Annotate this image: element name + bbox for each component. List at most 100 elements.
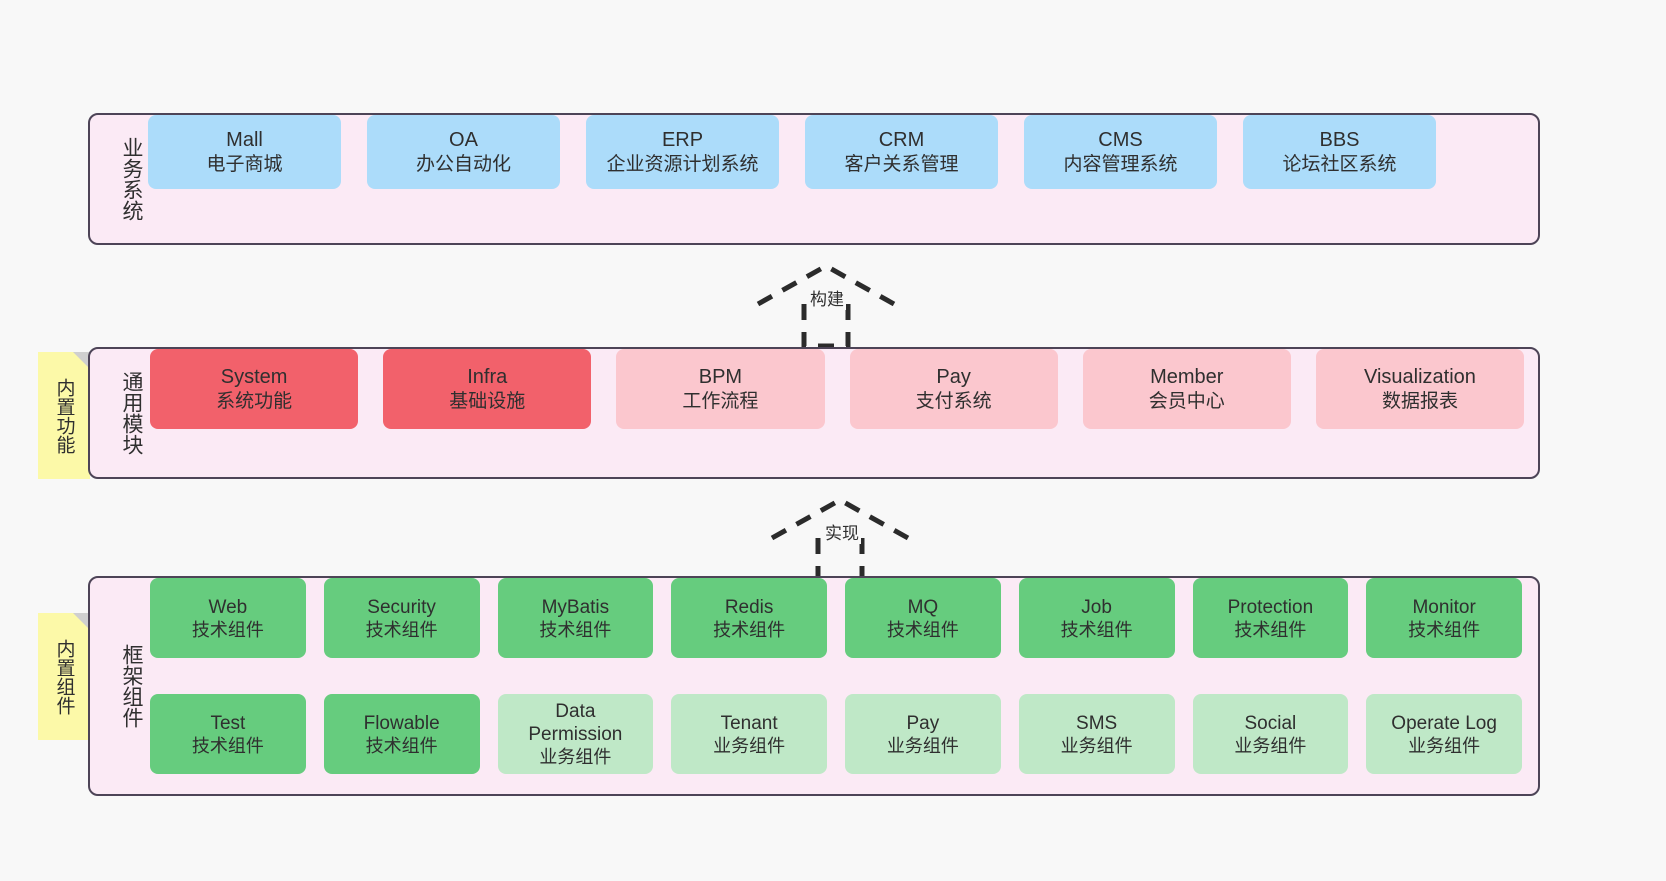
node-label-en: SMS [1076,712,1118,734]
node-label-en: Infra [467,365,508,388]
node-label-cn: 技术组件 [713,619,786,640]
node-label-en: MQ [907,596,939,618]
node-label-cn: 技术组件 [539,619,612,640]
node-label-en: BPM [698,365,743,388]
node-label-cn: 客户关系管理 [844,153,959,175]
connector-build [756,263,896,348]
node-label-cn: 支付系统 [915,390,992,412]
node-monitor[interactable]: Monitor 技术组件 [1366,578,1522,658]
node-web[interactable]: Web 技术组件 [150,578,306,658]
node-label-en: Web [208,596,248,618]
note-fold-corner-icon [73,613,90,630]
node-label-en: Job [1081,596,1112,618]
layer-business-row: Mall 电子商城 OA 办公自动化 ERP 企业资源计划系统 CRM 客户关系… [148,115,1524,243]
node-bbs[interactable]: BBS 论坛社区系统 [1243,115,1436,189]
layer-title-frame: 框架组件 [120,644,143,728]
node-label-en: Member [1150,365,1224,388]
layer-common-cells: System 系统功能 Infra 基础设施 BPM 工作流程 Pay 支付系统… [144,349,1538,477]
node-label-cn: 技术组件 [191,619,264,640]
layer-business-system[interactable]: 业务系统 Mall 电子商城 OA 办公自动化 ERP 企业资源计划系统 CRM… [88,113,1540,245]
connector-shaft-build [801,304,851,348]
layer-frame-cells: Web 技术组件 Security 技术组件 MyBatis 技术组件 Redi… [144,578,1538,794]
node-label-en: Monitor [1412,596,1476,618]
node-mq[interactable]: MQ 技术组件 [845,578,1001,658]
node-infra[interactable]: Infra 基础设施 [383,349,592,429]
layer-business-cells: Mall 电子商城 OA 办公自动化 ERP 企业资源计划系统 CRM 客户关系… [144,115,1538,243]
node-label-cn: 技术组件 [1234,619,1307,640]
node-label-en: CMS [1098,128,1143,151]
node-label-cn: 业务组件 [886,735,959,756]
node-label-en: ERP [661,128,704,151]
note-fold-corner-icon [73,352,90,369]
node-label-cn: 办公自动化 [415,153,511,175]
node-flowable[interactable]: Flowable 技术组件 [323,694,480,774]
layer-frame-row-business: Test 技术组件 Flowable 技术组件 Data Permission … [150,694,1522,794]
node-tenant[interactable]: Tenant 业务组件 [671,694,827,774]
node-label-en: Protection [1227,596,1314,618]
node-label-en: Flowable [363,712,440,734]
node-label-cn: 技术组件 [365,619,438,640]
layer-frame-row-tech: Web 技术组件 Security 技术组件 MyBatis 技术组件 Redi… [150,578,1522,678]
node-label-en: Visualization [1363,365,1476,388]
connector-label-realize: 实现 [823,524,861,544]
layer-framework-component[interactable]: 框架组件 Web 技术组件 Security 技术组件 MyBatis 技术组件… [88,576,1540,796]
node-label-en: Mall [226,128,263,151]
node-label-en: Pay [936,365,971,388]
node-label-en: Pay [906,712,940,734]
connector-shaft-realize [815,538,865,582]
node-label-en: OA [449,128,478,151]
node-system[interactable]: System 系统功能 [150,349,359,429]
node-bpm[interactable]: BPM 工作流程 [616,349,825,429]
layer-common-row: System 系统功能 Infra 基础设施 BPM 工作流程 Pay 支付系统… [150,349,1525,477]
layer-title-business: 业务系统 [120,137,143,221]
node-label-en: Redis [724,596,774,618]
node-label-en: CRM [878,128,925,151]
node-crm[interactable]: CRM 客户关系管理 [805,115,998,189]
node-mall[interactable]: Mall 电子商城 [148,115,341,189]
node-pay[interactable]: Pay 支付系统 [849,349,1058,429]
node-label-cn: 业务组件 [539,747,612,767]
node-social[interactable]: Social 业务组件 [1192,694,1349,774]
node-label-cn: 技术组件 [886,619,959,640]
node-label-en: Social [1244,712,1297,734]
node-job[interactable]: Job 技术组件 [1018,578,1175,658]
node-label-cn: 系统功能 [216,390,293,412]
node-security[interactable]: Security 技术组件 [323,578,480,658]
node-redis[interactable]: Redis 技术组件 [671,578,827,658]
node-label-cn: 业务组件 [1408,735,1481,756]
node-label-cn: 内容管理系统 [1063,153,1178,175]
node-oa[interactable]: OA 办公自动化 [367,115,560,189]
node-member[interactable]: Member 会员中心 [1082,349,1291,429]
layer-common-module[interactable]: 通用模块 System 系统功能 Infra 基础设施 BPM 工作流程 Pay… [88,347,1540,479]
node-label-cn: 技术组件 [1060,619,1133,640]
node-label-en: MyBatis [541,596,610,618]
node-erp[interactable]: ERP 企业资源计划系统 [586,115,779,189]
node-cms[interactable]: CMS 内容管理系统 [1024,115,1217,189]
node-label-en: Data Permission [528,701,623,745]
connector-label-build: 构建 [808,290,846,310]
node-label-en: BBS [1319,128,1360,151]
node-test[interactable]: Test 技术组件 [150,694,306,774]
node-visualization[interactable]: Visualization 数据报表 [1315,349,1525,429]
node-protection[interactable]: Protection 技术组件 [1192,578,1349,658]
node-label-cn: 企业资源计划系统 [606,153,759,175]
node-label-en: System [220,365,288,388]
node-label-cn: 业务组件 [713,735,786,756]
node-label-en: Operate Log [1391,712,1497,734]
node-label-cn: 技术组件 [365,735,438,756]
node-data-permission[interactable]: Data Permission 业务组件 [497,694,654,774]
note-builtin-components[interactable]: 内置组件 [38,613,90,740]
note-text: 内置功能 [53,377,75,454]
node-label-cn: 业务组件 [1234,735,1307,756]
note-builtin-features[interactable]: 内置功能 [38,352,90,479]
node-label-cn: 技术组件 [1408,619,1481,640]
note-text: 内置组件 [53,638,75,715]
node-label-cn: 数据报表 [1381,390,1458,412]
node-label-cn: 电子商城 [206,153,283,175]
node-pay-component[interactable]: Pay 业务组件 [845,694,1001,774]
node-sms[interactable]: SMS 业务组件 [1018,694,1175,774]
node-operate-log[interactable]: Operate Log 业务组件 [1366,694,1522,774]
node-mybatis[interactable]: MyBatis 技术组件 [497,578,654,658]
node-label-cn: 业务组件 [1060,735,1133,756]
